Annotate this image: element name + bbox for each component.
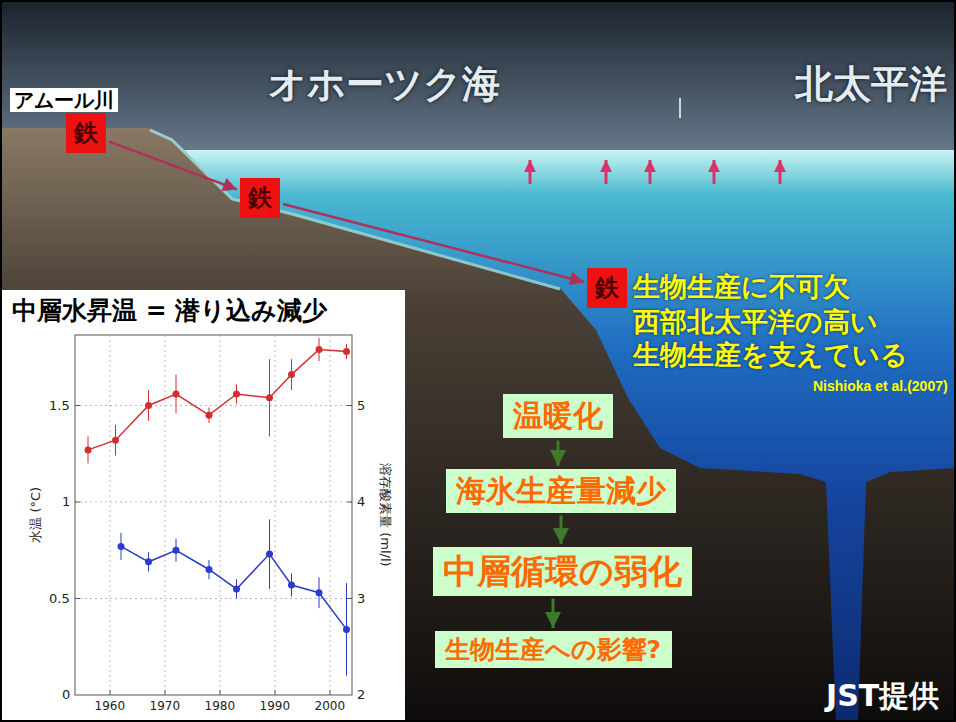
tick-label: 1.5 (49, 398, 70, 414)
tick-label: 0.5 (49, 591, 70, 607)
tick-label: 2000 (315, 699, 346, 713)
box-text: 海氷生産量減少 (456, 472, 666, 510)
chart-background (0, 290, 405, 722)
sea-divider (679, 98, 681, 118)
tick-label: 4 (357, 494, 365, 510)
tick-label: 1960 (95, 699, 126, 713)
sea-label: 北太平洋 (795, 62, 947, 108)
plot-frame (75, 335, 352, 695)
iron-transport-arrow (109, 142, 237, 190)
axis-title: 溶存酸素量 (ml/l) (377, 463, 393, 567)
upwelling-arrows (530, 160, 780, 184)
flow-box: 中層循環の弱化 (433, 547, 692, 596)
axis-title: 水温 (°C) (28, 487, 44, 543)
box-text: 鉄 (248, 185, 272, 211)
chart-grid (75, 335, 352, 695)
tick-label: 1980 (205, 699, 236, 713)
iron-box: 鉄 (240, 178, 280, 218)
note-text: 西部北太平洋の高い 生物生産を支えている (633, 305, 933, 371)
sea-label: オホーツク海 (268, 62, 500, 108)
credit: JST提供 (826, 678, 939, 714)
temperature-series (85, 338, 351, 464)
tick-label: 1990 (260, 699, 291, 713)
flow-arrow (560, 516, 563, 545)
box-text: 温暖化 (513, 397, 603, 435)
axis-ticks (75, 406, 352, 696)
flow-box: 生物生産への影響? (435, 631, 672, 668)
flow-arrow (557, 441, 560, 467)
oxygen-series (118, 519, 351, 675)
chart-title: 中層水昇温 = 潜り込み減少 (12, 296, 393, 326)
box-text: 生物生産への影響? (445, 634, 662, 665)
note-text: 生物生産に不可欠 (633, 271, 850, 303)
tick-label: 1 (62, 494, 70, 510)
iron-box: 鉄 (587, 268, 627, 308)
box-text: 鉄 (74, 120, 98, 146)
tick-label: 0 (62, 687, 70, 703)
shelf-water (150, 130, 560, 289)
tick-label: 2 (357, 687, 365, 703)
chart-panel: 中層水昇温 = 潜り込み減少 (0, 290, 405, 722)
iron-box: 鉄 (66, 113, 106, 153)
flow-box: 海氷生産量減少 (446, 469, 676, 513)
box-text: 鉄 (595, 275, 619, 301)
continent (0, 128, 836, 722)
river-label: アムール川 (10, 88, 118, 112)
box-text: 中層循環の弱化 (443, 550, 682, 593)
tick-label: 5 (357, 398, 365, 414)
iron-transport-arrow (283, 204, 584, 282)
tick-label: 3 (357, 591, 365, 607)
tick-label: 1970 (150, 699, 181, 713)
citation: Nishioka et al.(2007) (813, 378, 948, 395)
flow-arrow (552, 599, 555, 629)
flow-box: 温暖化 (503, 394, 613, 438)
